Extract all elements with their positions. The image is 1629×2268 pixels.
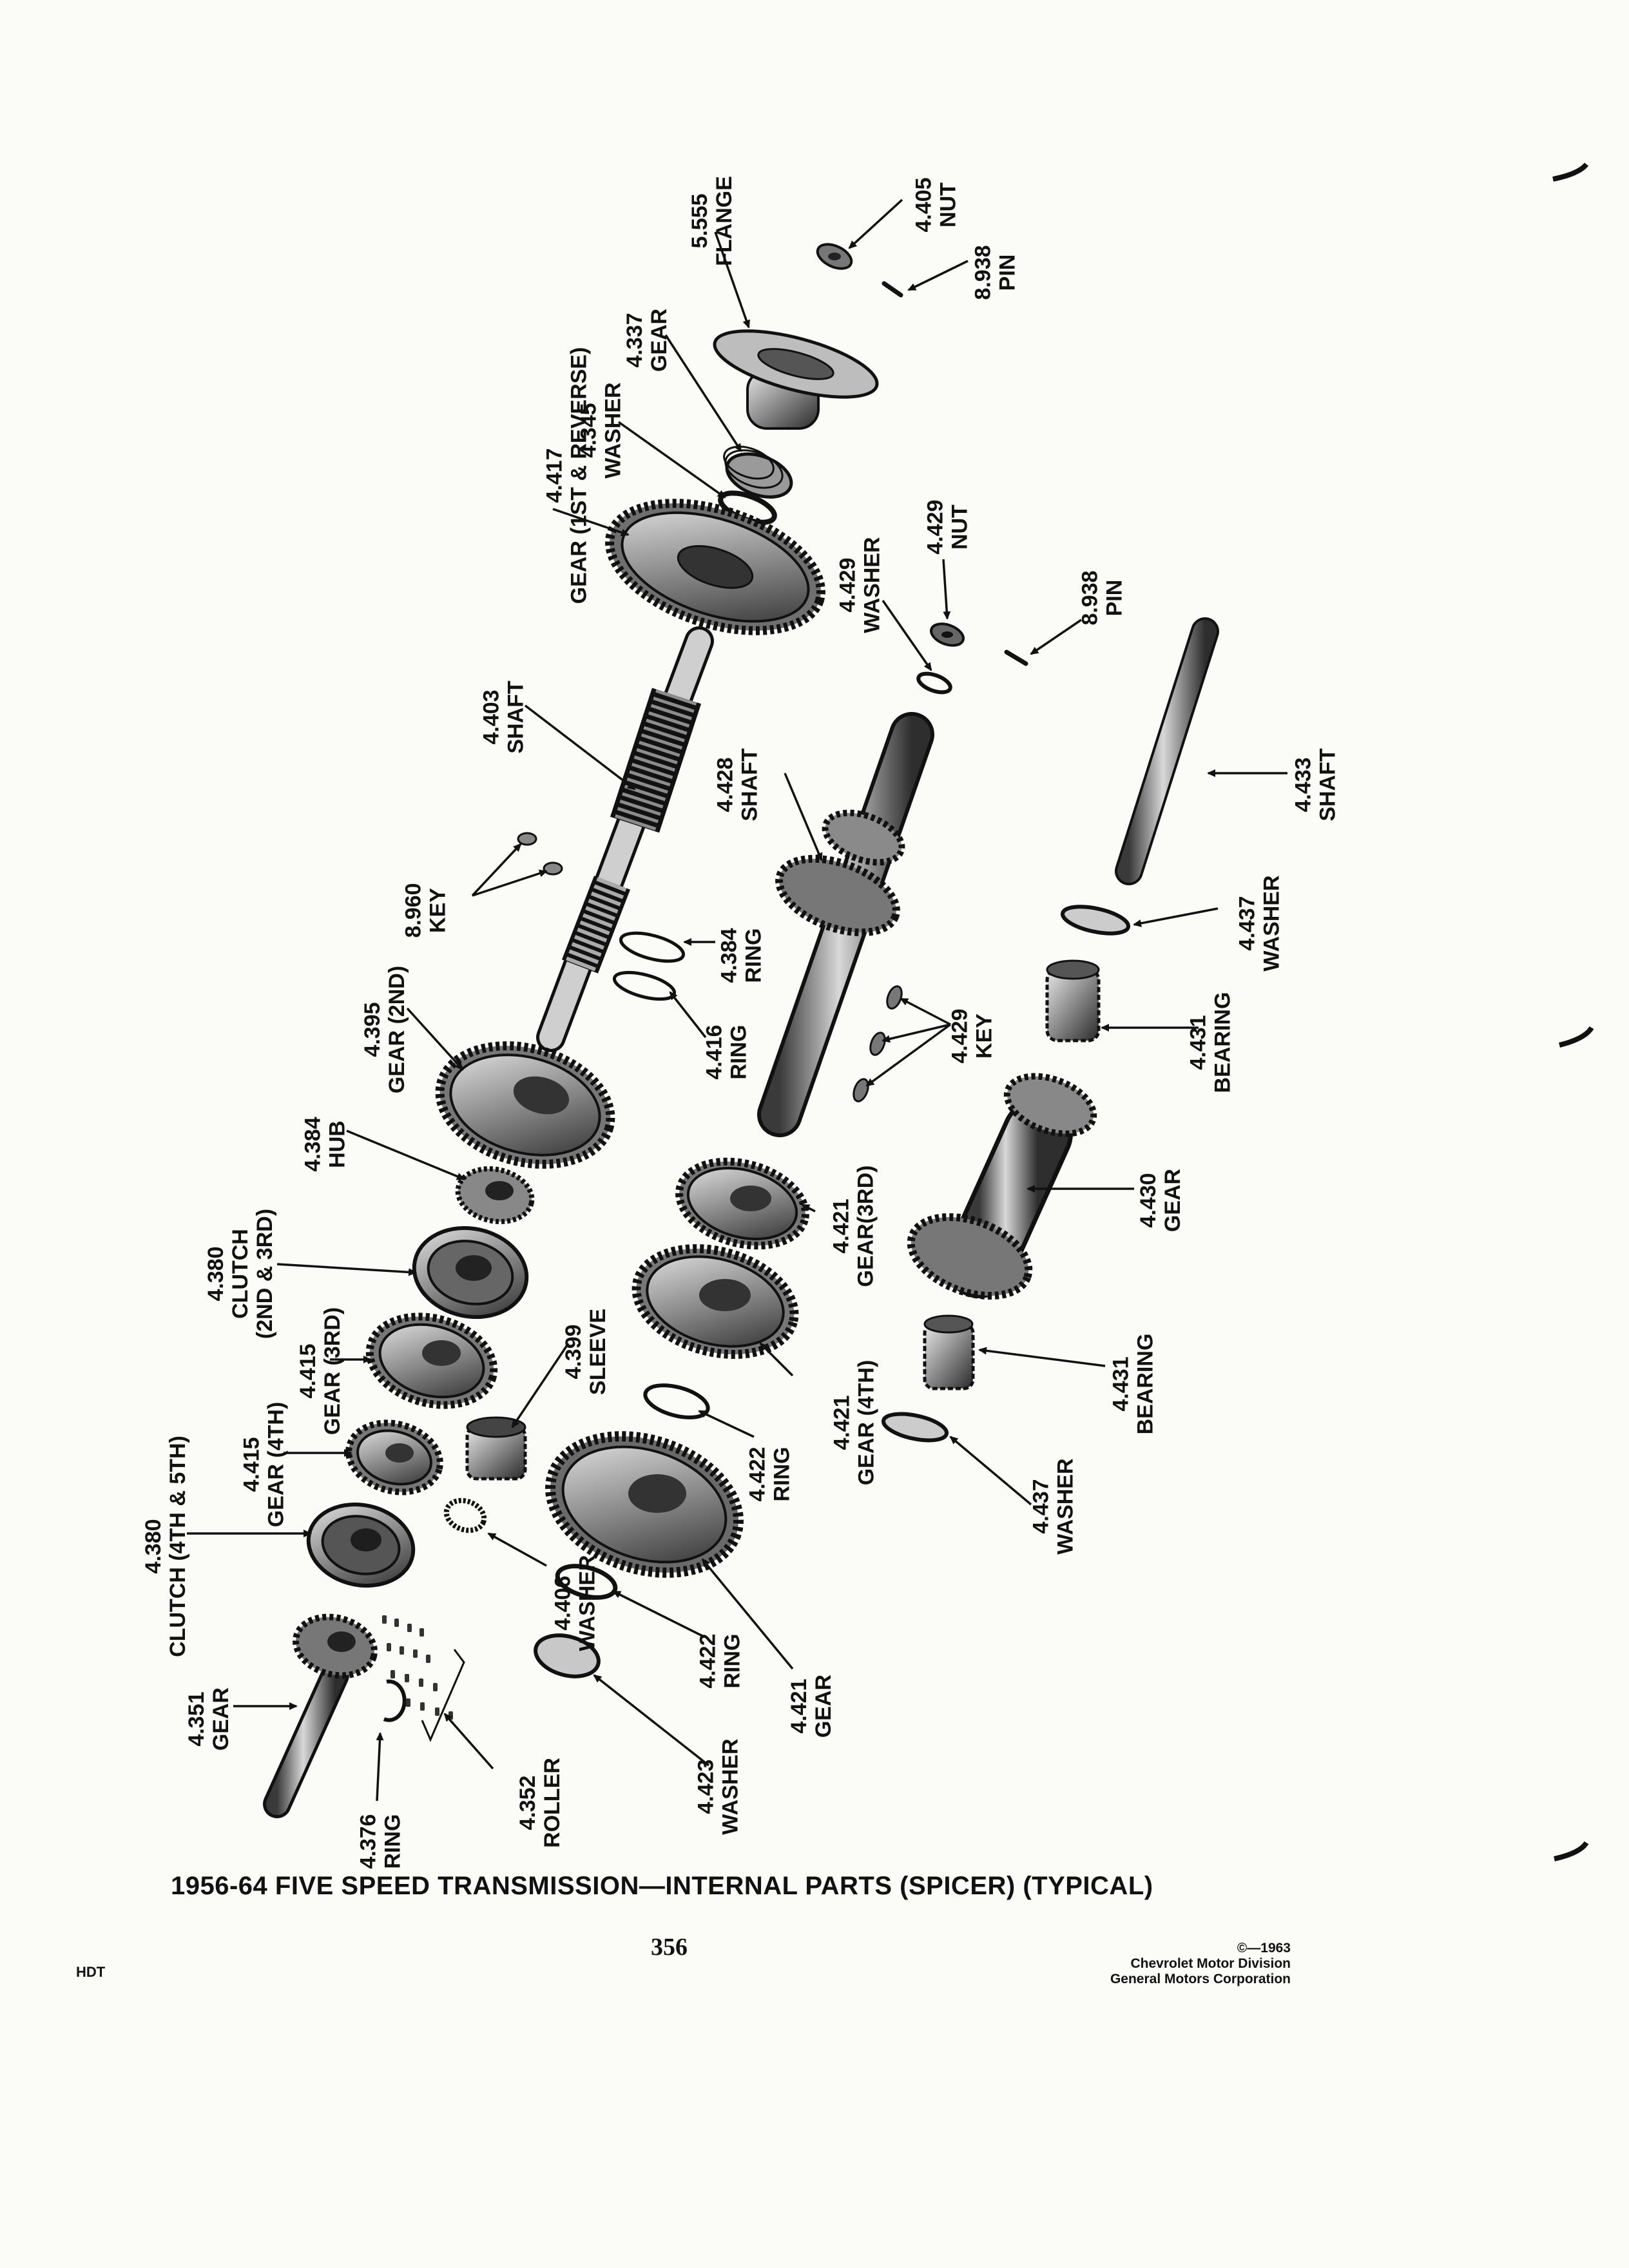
copyright-year: ©—1963 — [1237, 1941, 1291, 1956]
nut-4405-part — [816, 243, 853, 270]
leader-arrows — [187, 198, 1287, 1802]
gear-4351-part — [263, 1613, 378, 1818]
nut-4429-part — [930, 622, 965, 647]
copyright-division: Chevrolet Motor Division — [1130, 1956, 1291, 1971]
key-8960-part — [517, 832, 563, 876]
washer-4423-part — [534, 1633, 601, 1678]
gear-4417-part — [605, 499, 825, 635]
bearing-4431-b-part — [923, 1314, 975, 1390]
gear-4415-4th-part — [345, 1419, 443, 1495]
gear-4421-3rd-part — [675, 1157, 809, 1250]
ring-4376-part — [383, 1679, 407, 1722]
flange-5555-part — [713, 329, 879, 430]
gear-4430-part — [907, 1073, 1097, 1300]
page-number: 356 — [651, 1934, 688, 1961]
document-code: HDT — [76, 1964, 106, 1980]
key-4429-part — [853, 985, 903, 1102]
shaft-4433-part — [1115, 617, 1219, 885]
gear-4395-part — [435, 1041, 615, 1169]
figure-caption: 1956-64 FIVE SPEED TRANSMISSION—INTERNAL… — [171, 1872, 1153, 1900]
ring-4422-b-part — [555, 1564, 618, 1600]
gear-4337-part — [723, 445, 793, 499]
ring-4416-part — [612, 970, 677, 1001]
gear-4421-4th-part — [631, 1244, 799, 1359]
ring-4384-part — [619, 931, 686, 963]
copyright-corporation: General Motors Corporation — [1110, 1972, 1291, 1986]
gear-4421-part — [545, 1431, 744, 1578]
roller-bracket-line — [421, 1649, 465, 1742]
bearing-4431-a-part — [1045, 959, 1101, 1043]
washer-4406-part — [443, 1497, 487, 1533]
clutch-4380-a-part — [412, 1226, 529, 1319]
pin-8938-b-part — [1004, 649, 1028, 666]
scan-margin-marks — [1552, 162, 1594, 1861]
washer-4437-b-part — [881, 1412, 949, 1443]
shaft-4428-part — [757, 712, 934, 1137]
shaft-4403-part — [536, 626, 714, 1052]
ring-4422-a-part — [643, 1383, 710, 1419]
roller-4352-part — [382, 1615, 453, 1720]
washer-4429-part — [916, 671, 952, 695]
hub-4384-part — [455, 1166, 535, 1224]
washer-4437-a-part — [1060, 905, 1131, 936]
pin-8938-a-part — [882, 281, 903, 298]
sleeve-4399-part — [465, 1416, 527, 1481]
gear-4415-3rd-part — [365, 1312, 498, 1409]
clutch-4380-b-part — [306, 1503, 416, 1588]
copyright-notice: ©—1963 Chevrolet Motor Division General … — [1110, 1941, 1291, 1987]
